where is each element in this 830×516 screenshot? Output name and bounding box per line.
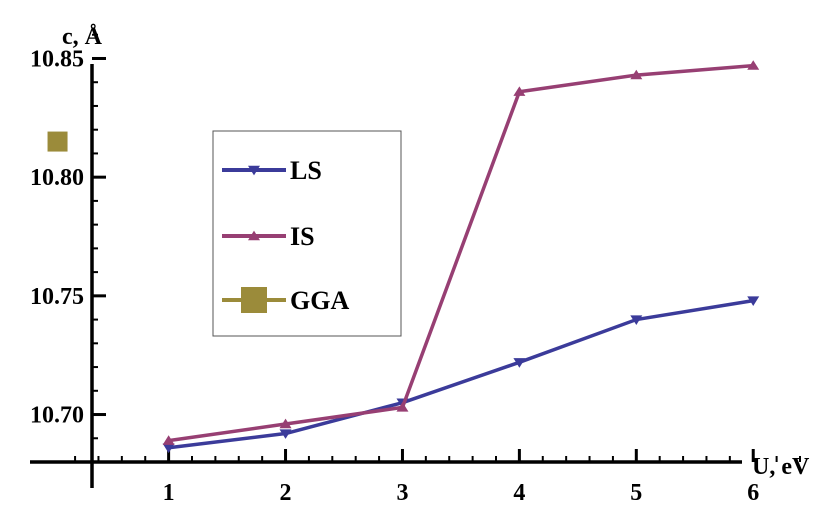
y-tick-label: 10.85 <box>30 46 84 72</box>
legend: LS IS GGA <box>212 130 402 337</box>
tick-labels: 10.70 10.75 10.80 10.85 1 2 3 4 5 6 <box>30 46 759 506</box>
x-tick-label: 4 <box>513 480 525 506</box>
legend-label-gga: GGA <box>290 286 349 315</box>
data-point-ls <box>630 315 643 325</box>
x-tick-label: 3 <box>396 480 408 506</box>
data-point-gga <box>47 131 68 152</box>
x-tick-label: 5 <box>630 480 642 506</box>
series-line-ls <box>168 298 754 450</box>
x-tick-label: 2 <box>280 480 292 506</box>
minor-ticks <box>74 33 801 463</box>
data-point-is <box>396 402 409 412</box>
data-point-is <box>630 69 643 80</box>
data-point-is <box>162 435 175 445</box>
series-is <box>162 60 760 445</box>
legend-marker-ls <box>248 165 260 176</box>
data-point-ls <box>747 296 760 306</box>
data-point-is <box>747 60 760 70</box>
series-layer <box>47 60 760 454</box>
legend-label-is: IS <box>290 222 315 251</box>
legend-marker-is <box>248 230 260 241</box>
legend-items: LS IS GGA <box>222 156 349 315</box>
data-point-is <box>279 418 292 429</box>
legend-label-ls: LS <box>290 156 322 185</box>
series-gga <box>47 131 68 152</box>
x-tick-label: 1 <box>163 480 175 506</box>
legend-marker-gga <box>241 287 267 313</box>
axes <box>30 33 801 488</box>
data-point-ls <box>513 358 526 368</box>
data-point-ls <box>162 443 175 454</box>
y-tick-label: 10.70 <box>30 403 84 429</box>
x-tick-label: 6 <box>747 480 759 506</box>
y-tick-label: 10.75 <box>30 284 84 310</box>
y-axis-title: c, Å <box>62 24 103 50</box>
x-axis-title: U, eV <box>752 454 810 480</box>
major-ticks <box>92 56 755 462</box>
data-point-ls <box>279 429 292 439</box>
y-tick-label: 10.80 <box>30 165 84 191</box>
series-line-is <box>168 63 754 443</box>
data-point-is <box>513 86 526 96</box>
